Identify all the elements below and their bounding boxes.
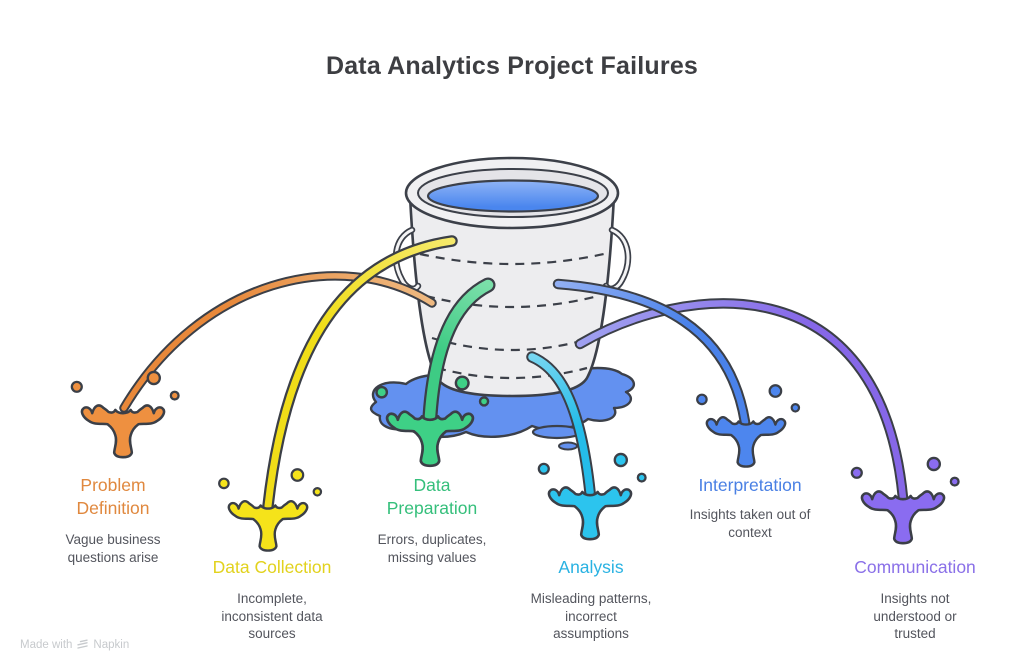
- stage-analysis: Analysis Misleading patterns, incorrect …: [501, 556, 681, 643]
- stage-description: Misleading patterns, incorrect assumptio…: [530, 591, 652, 642]
- stage-label: Problem Definition: [76, 475, 150, 519]
- stage-description: Errors, duplicates, missing values: [377, 532, 487, 565]
- stage-description: Incomplete, inconsistent data sources: [221, 591, 323, 642]
- stage-data-collection: Data Collection Incomplete, inconsistent…: [182, 556, 362, 643]
- watermark-brand: Napkin: [93, 638, 130, 651]
- stage-interpretation: Interpretation Insights taken out of con…: [660, 474, 840, 541]
- splash-communication: [850, 456, 960, 545]
- bucket: [392, 156, 632, 398]
- stage-description: Insights not understood or trusted: [873, 591, 957, 642]
- stream-problem-definition: [119, 271, 437, 413]
- splash-interpretation: [696, 384, 801, 468]
- stream-communication: [574, 298, 909, 504]
- stream-analysis: [526, 351, 596, 498]
- stage-label: Communication: [854, 557, 976, 577]
- stream-interpretation: [552, 278, 751, 428]
- stage-label: Data Collection: [212, 557, 332, 577]
- stream-data-preparation: [422, 277, 496, 424]
- stage-description: Insights taken out of context: [689, 507, 811, 540]
- puddle-droplet: [558, 441, 578, 451]
- stage-problem-definition: Problem Definition Vague business questi…: [23, 474, 203, 566]
- stage-label: Interpretation: [698, 475, 802, 495]
- page-title: Data Analytics Project Failures: [325, 52, 699, 80]
- stage-label: Analysis: [558, 557, 624, 577]
- napkin-logo-icon: [77, 639, 89, 649]
- stream-data-collection: [262, 235, 458, 512]
- stage-communication: Communication Insights not understood or…: [825, 556, 1005, 643]
- stage-data-preparation: Data Preparation Errors, duplicates, mis…: [342, 474, 522, 566]
- watermark-prefix: Made with: [20, 638, 73, 651]
- stage-label: Data Preparation: [386, 475, 478, 519]
- bucket-water: [426, 179, 600, 213]
- stage-description: Vague business questions arise: [65, 532, 161, 565]
- watermark: Made with Napkin: [20, 638, 129, 651]
- splash-problem-definition: [70, 370, 180, 459]
